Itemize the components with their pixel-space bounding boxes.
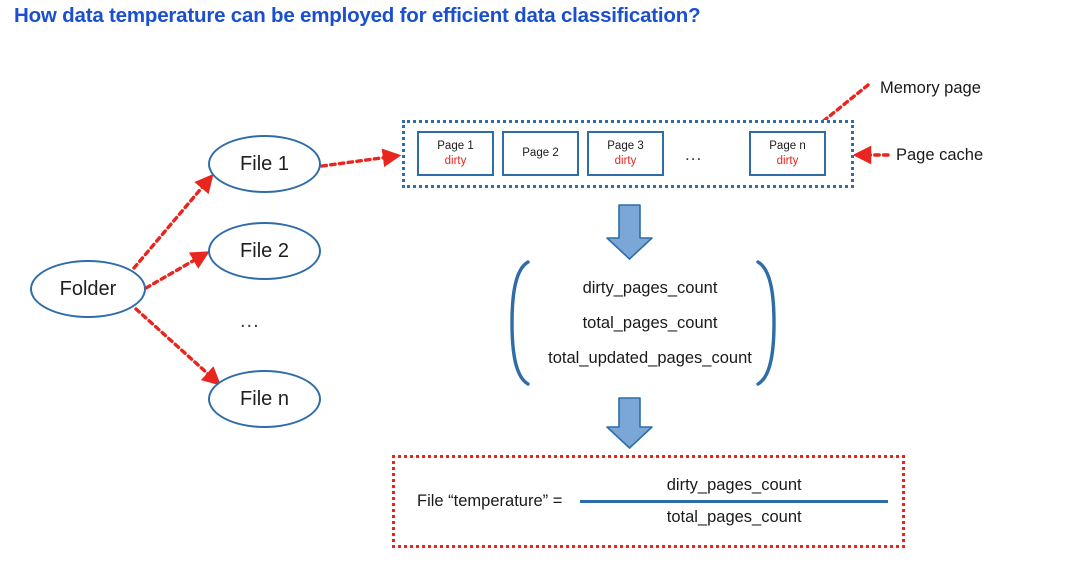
- arrow-file1-to-page-cache: [320, 148, 402, 168]
- page-box-3-state: dirty: [614, 154, 637, 167]
- page-box-n-label: Page n: [769, 140, 806, 153]
- formula-denominator: total_pages_count: [666, 508, 802, 526]
- metric-total-updated-pages-count: total_updated_pages_count: [548, 348, 752, 367]
- node-file-1[interactable]: File 1: [208, 135, 321, 193]
- file-list-ellipsis: ...: [240, 310, 260, 332]
- page-box-3[interactable]: Page 3 dirty: [587, 131, 664, 176]
- fraction-bar: [580, 500, 888, 503]
- page-box-2[interactable]: Page 2: [502, 131, 579, 176]
- page-box-1-label: Page 1: [437, 140, 474, 153]
- node-file-2[interactable]: File 2: [208, 222, 321, 280]
- arrow-folder-to-file1: [132, 173, 214, 270]
- metric-total-pages-count: total_pages_count: [582, 313, 718, 332]
- node-folder[interactable]: Folder: [30, 260, 146, 318]
- page-title: How data temperature can be employed for…: [14, 4, 701, 27]
- formula-numerator: dirty_pages_count: [666, 476, 802, 494]
- page-box-1-state: dirty: [444, 154, 467, 167]
- node-file-1-label: File 1: [240, 152, 289, 175]
- page-cache-container: Page 1 dirty Page 2 Page 3 dirty ... Pag…: [402, 120, 854, 188]
- page-box-2-label: Page 2: [522, 147, 559, 160]
- metrics-group: dirty_pages_count total_pages_count tota…: [505, 258, 795, 388]
- node-file-2-label: File 2: [240, 239, 289, 262]
- metrics-list: dirty_pages_count total_pages_count tota…: [505, 258, 795, 388]
- page-box-1[interactable]: Page 1 dirty: [417, 131, 494, 176]
- node-file-n[interactable]: File n: [208, 370, 321, 428]
- page-cache-ellipsis: ...: [685, 145, 703, 164]
- temperature-formula: File “temperature” = dirty_pages_count t…: [417, 458, 888, 545]
- formula-fraction: dirty_pages_count total_pages_count: [580, 473, 888, 530]
- metric-dirty-pages-count: dirty_pages_count: [582, 278, 718, 297]
- page-box-n[interactable]: Page n dirty: [749, 131, 826, 176]
- formula-left-hand-side: File “temperature” =: [417, 492, 563, 510]
- down-arrow-cache-to-metrics: [606, 204, 653, 260]
- page-box-n-state: dirty: [776, 154, 799, 167]
- node-folder-label: Folder: [59, 277, 117, 300]
- page-box-3-label: Page 3: [607, 140, 644, 153]
- node-file-n-label: File n: [240, 387, 289, 410]
- arrow-folder-to-filen: [134, 307, 222, 386]
- arrow-folder-to-file2: [144, 251, 210, 290]
- callout-memory-page: Memory page: [880, 79, 981, 97]
- down-arrow-metrics-to-formula: [606, 397, 653, 449]
- temperature-formula-box: File “temperature” = dirty_pages_count t…: [392, 455, 905, 548]
- callout-page-cache: Page cache: [896, 146, 984, 164]
